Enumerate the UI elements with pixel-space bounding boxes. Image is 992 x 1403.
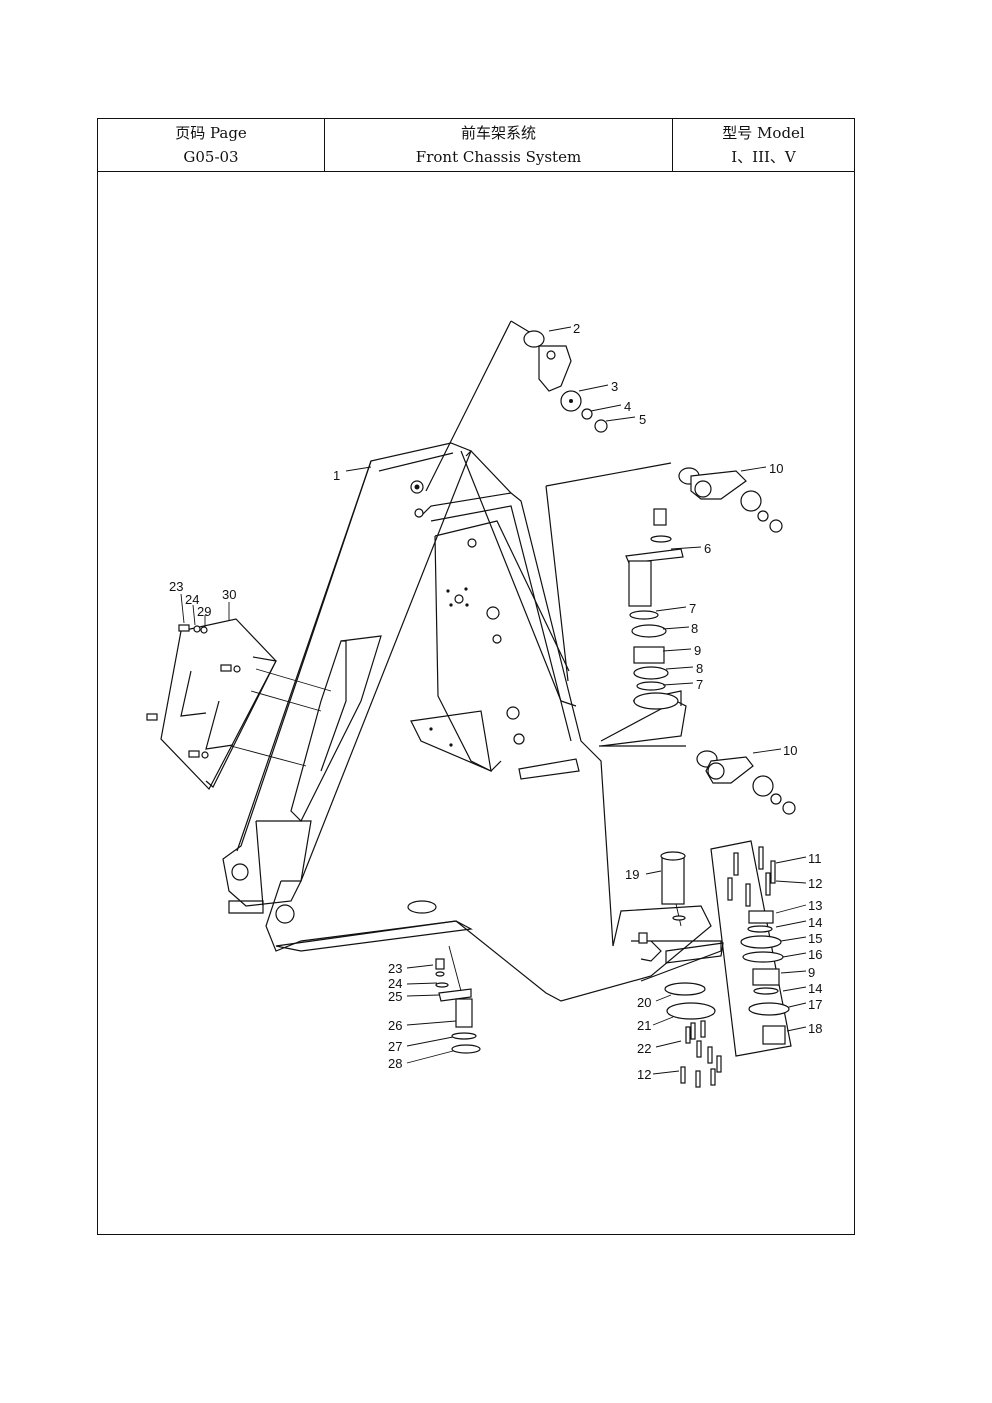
callout-24-left: 24	[185, 592, 199, 607]
callout-2: 2	[573, 321, 580, 336]
page-label: 页码 Page	[175, 124, 247, 142]
side-cover-plate	[146, 618, 332, 791]
model-label: 型号 Model	[722, 124, 805, 142]
callout-4: 4	[624, 399, 631, 414]
callout-14-upper: 14	[808, 915, 822, 930]
callout-13: 13	[808, 898, 822, 913]
callout-19: 19	[625, 867, 639, 882]
callout-7-lower: 7	[696, 677, 703, 692]
lower-pin-assembly	[435, 945, 481, 1054]
callout-10-lower: 10	[783, 743, 797, 758]
title-block: 页码 Page G05-03 前车架系统 Front Chassis Syste…	[98, 119, 854, 172]
callout-8-upper: 8	[691, 621, 698, 636]
callout-12-lower: 12	[637, 1067, 651, 1082]
callout-22: 22	[637, 1041, 651, 1056]
callout-1: 1	[333, 468, 340, 483]
leader-lines	[180, 326, 807, 1075]
callout-15: 15	[808, 931, 822, 946]
title-cell: 前车架系统 Front Chassis System	[325, 119, 673, 171]
callout-24-lower: 24	[388, 976, 402, 991]
top-pin-assembly	[425, 320, 608, 492]
callout-25: 25	[388, 989, 402, 1004]
callout-29: 29	[197, 604, 211, 619]
upper-hinge-pin	[545, 462, 783, 682]
callout-9-lower: 9	[808, 965, 815, 980]
callout-27: 27	[388, 1039, 402, 1054]
callout-10-upper: 10	[769, 461, 783, 476]
callout-6: 6	[704, 541, 711, 556]
callout-18: 18	[808, 1021, 822, 1036]
callout-7-upper: 7	[689, 601, 696, 616]
callout-30: 30	[222, 587, 236, 602]
title-english: Front Chassis System	[415, 148, 582, 166]
callout-8-lower: 8	[696, 661, 703, 676]
page-number: G05-03	[183, 148, 239, 166]
callout-11: 11	[808, 851, 822, 866]
drawing-sheet: 页码 Page G05-03 前车架系统 Front Chassis Syste…	[97, 118, 855, 1235]
callout-12-upper: 12	[808, 876, 822, 891]
lower-bearing-assembly	[660, 840, 792, 1088]
page-cell: 页码 Page G05-03	[98, 119, 325, 171]
callout-numbers: 1 2 3 4 5 6 7 8 9 8 7 10 10 11 12 13 14 …	[169, 321, 822, 1082]
model-cell: 型号 Model I、III、V	[673, 119, 854, 171]
callout-17: 17	[808, 997, 822, 1012]
callout-5: 5	[639, 412, 646, 427]
callout-16: 16	[808, 947, 822, 962]
callout-21: 21	[637, 1018, 651, 1033]
callout-14-lower: 14	[808, 981, 822, 996]
callout-23-left: 23	[169, 579, 183, 594]
callout-3: 3	[611, 379, 618, 394]
callout-28: 28	[388, 1056, 402, 1071]
title-chinese: 前车架系统	[460, 124, 536, 142]
callout-23-lower: 23	[388, 961, 402, 976]
front-chassis-frame	[222, 442, 722, 1002]
callout-9-upper: 9	[694, 643, 701, 658]
upper-bearing-stack	[625, 508, 684, 691]
exploded-parts-diagram: 1 2 3 4 5 6 7 8 9 8 7 10 10 11 12 13 14 …	[146, 320, 822, 1088]
lower-hinge-pin	[599, 745, 796, 815]
callout-20: 20	[637, 995, 651, 1010]
model-value: I、III、V	[731, 148, 796, 166]
callout-26: 26	[388, 1018, 402, 1033]
